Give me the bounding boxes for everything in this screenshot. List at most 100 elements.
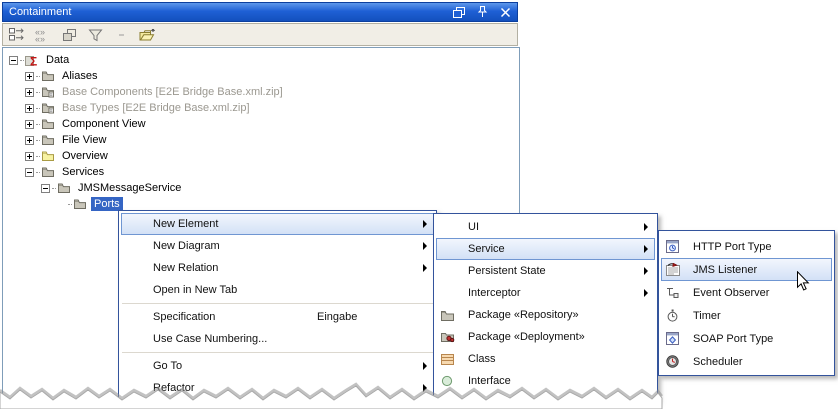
menu-item-shortcut: Eingabe	[317, 311, 357, 323]
menu-item-label: Go To	[153, 360, 433, 372]
menu-item-package-deployment[interactable]: Package «Deployment»	[436, 326, 655, 348]
soap-port-type-icon	[662, 332, 693, 345]
tree-connector	[36, 108, 40, 109]
menu-item-label: Event Observer	[693, 287, 831, 299]
menu-item-label: HTTP Port Type	[693, 241, 831, 253]
menu-item-scheduler[interactable]: Scheduler	[661, 350, 832, 373]
pin-icon[interactable]	[475, 5, 489, 19]
tree-item-aliases[interactable]: Aliases	[3, 68, 519, 84]
menu-item-open-in-new-tab[interactable]: Open in New Tab	[121, 279, 434, 301]
folder-icon	[41, 166, 56, 178]
submenu-arrow-icon	[423, 220, 427, 228]
menu-item-jms-listener[interactable]: JMS Listener	[661, 258, 832, 281]
plus-expander-icon[interactable]	[25, 72, 34, 81]
minus-expander-icon[interactable]	[9, 56, 18, 65]
menu-item-http-port-type[interactable]: HTTP Port Type	[661, 235, 832, 258]
tree-connector	[68, 204, 72, 205]
minus-expander-icon[interactable]	[41, 184, 50, 193]
tree-item-base-types-e2e-bridge-base-xml-zip[interactable]: Base Types [E2E Bridge Base.xml.zip]	[3, 100, 519, 116]
tree-item-label: Base Types [E2E Bridge Base.xml.zip]	[59, 101, 253, 115]
folder-icon	[41, 70, 56, 82]
menu-item-label: Package «Repository»	[468, 309, 654, 321]
tree-item-label: Services	[59, 165, 107, 179]
menu-item-label: SOAP Port Type	[693, 333, 831, 345]
copy-structure-icon[interactable]	[60, 25, 79, 44]
submenu-arrow-icon	[423, 384, 427, 392]
plus-expander-icon[interactable]	[25, 120, 34, 129]
menu-item-label: Timer	[693, 310, 831, 322]
menu-item-service[interactable]: Service	[436, 238, 655, 260]
float-icon[interactable]	[452, 5, 466, 19]
folder-icon	[41, 134, 56, 146]
tree-item-data[interactable]: Σ Data	[3, 52, 519, 68]
double-chevrons-icon[interactable]: «»«»	[34, 25, 53, 44]
plus-expander-icon[interactable]	[25, 152, 34, 161]
svg-text:«»: «»	[35, 34, 45, 42]
menu-item-label: Open in New Tab	[153, 284, 433, 296]
menu-item-new-diagram[interactable]: New Diagram	[121, 235, 434, 257]
containment-titlebar[interactable]: Containment	[2, 2, 518, 22]
tree-item-component-view[interactable]: Component View	[3, 116, 519, 132]
menu-item-label: Persistent State	[468, 265, 654, 277]
svg-text:Σ: Σ	[30, 54, 37, 67]
menu-item-new-element[interactable]: New Element	[121, 213, 434, 235]
menu-item-label: New Diagram	[153, 240, 433, 252]
package-deployment-icon	[437, 331, 468, 343]
tree-item-overview[interactable]: Overview	[3, 148, 519, 164]
menu-item-label: JMS Listener	[693, 264, 831, 276]
menu-item-class[interactable]: Class	[436, 348, 655, 370]
menu-item-label: New Element	[153, 218, 433, 230]
menu-item-label: Package «Deployment»	[468, 331, 654, 343]
folder-icon	[57, 182, 72, 194]
menu-item-go-to[interactable]: Go To	[121, 355, 434, 377]
tree-item-jmsmessageservice[interactable]: JMSMessageService	[3, 180, 519, 196]
event-observer-icon	[662, 287, 693, 299]
menu-item-interface[interactable]: Interface	[436, 370, 655, 392]
menu-item-label: Interceptor	[468, 287, 654, 299]
menu-item-timer[interactable]: Timer	[661, 304, 832, 327]
menu-item-label: New Relation	[153, 262, 433, 274]
tree-item-services[interactable]: Services	[3, 164, 519, 180]
submenu-arrow-icon	[644, 245, 648, 253]
menu-item-use-case-numbering[interactable]: Use Case Numbering...	[121, 328, 434, 350]
submenu-arrow-icon	[423, 264, 427, 272]
tree-item-label: Component View	[59, 117, 149, 131]
tree-item-label: Data	[43, 53, 72, 67]
tree-connector	[36, 92, 40, 93]
menu-item-refactor[interactable]: Refactor	[121, 377, 434, 399]
menu-item-package-repository[interactable]: Package «Repository»	[436, 304, 655, 326]
menu-item-event-observer[interactable]: Event Observer	[661, 281, 832, 304]
folder-link-icon	[41, 86, 56, 98]
plus-expander-icon[interactable]	[25, 136, 34, 145]
folder-icon	[41, 118, 56, 130]
model-data-icon: Σ	[25, 54, 40, 67]
tree-item-label: File View	[59, 133, 109, 147]
tree-item-base-components-e2e-bridge-base-xml-zip[interactable]: Base Components [E2E Bridge Base.xml.zip…	[3, 84, 519, 100]
menu-item-ui[interactable]: UI	[436, 216, 655, 238]
tree-connector	[36, 124, 40, 125]
filter-icon[interactable]	[86, 25, 105, 44]
menu-item-new-relation[interactable]: New Relation	[121, 257, 434, 279]
minus-expander-icon[interactable]	[25, 168, 34, 177]
menu-item-soap-port-type[interactable]: SOAP Port Type	[661, 327, 832, 350]
window-buttons	[452, 5, 512, 19]
menu-item-persistent-state[interactable]: Persistent State	[436, 260, 655, 282]
context-menu: New ElementNew DiagramNew RelationOpen i…	[118, 210, 437, 406]
containment-toolbar: «»«»	[2, 23, 518, 46]
open-project-icon[interactable]	[138, 25, 157, 44]
menu-item-label: UI	[468, 221, 654, 233]
layout-boxes-icon[interactable]	[8, 25, 27, 44]
close-icon[interactable]	[498, 5, 512, 19]
panel-title: Containment	[9, 6, 71, 18]
plus-expander-icon[interactable]	[25, 104, 34, 113]
tree-connector	[36, 76, 40, 77]
tree-connector	[36, 156, 40, 157]
menu-item-specification[interactable]: SpecificationEingabe	[121, 306, 434, 328]
submenu-arrow-icon	[644, 223, 648, 231]
tree-item-label: Ports	[91, 197, 123, 211]
tree-item-file-view[interactable]: File View	[3, 132, 519, 148]
menu-item-interceptor[interactable]: Interceptor	[436, 282, 655, 304]
plus-expander-icon[interactable]	[25, 88, 34, 97]
dash-icon	[112, 25, 131, 44]
